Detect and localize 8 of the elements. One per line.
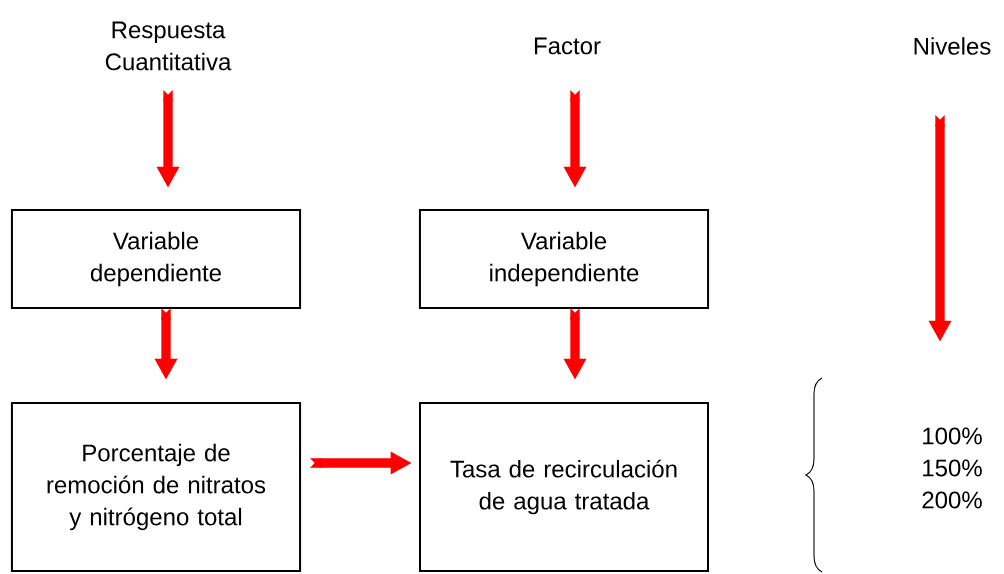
process-box: Variable dependiente bbox=[10, 209, 302, 309]
text-label: Factor bbox=[534, 37, 601, 55]
text-label: Respuesta Cuantitativa bbox=[105, 21, 232, 71]
process-box: Porcentaje de remoción de nitratos y nitrógeno total bbox=[10, 402, 302, 572]
text-label: 100% 150% 200% bbox=[922, 427, 982, 509]
process-box: Variable independiente bbox=[418, 209, 710, 309]
process-box: Tasa de recirculación de agua tratada bbox=[419, 402, 709, 572]
text-label: Niveles bbox=[914, 37, 991, 55]
